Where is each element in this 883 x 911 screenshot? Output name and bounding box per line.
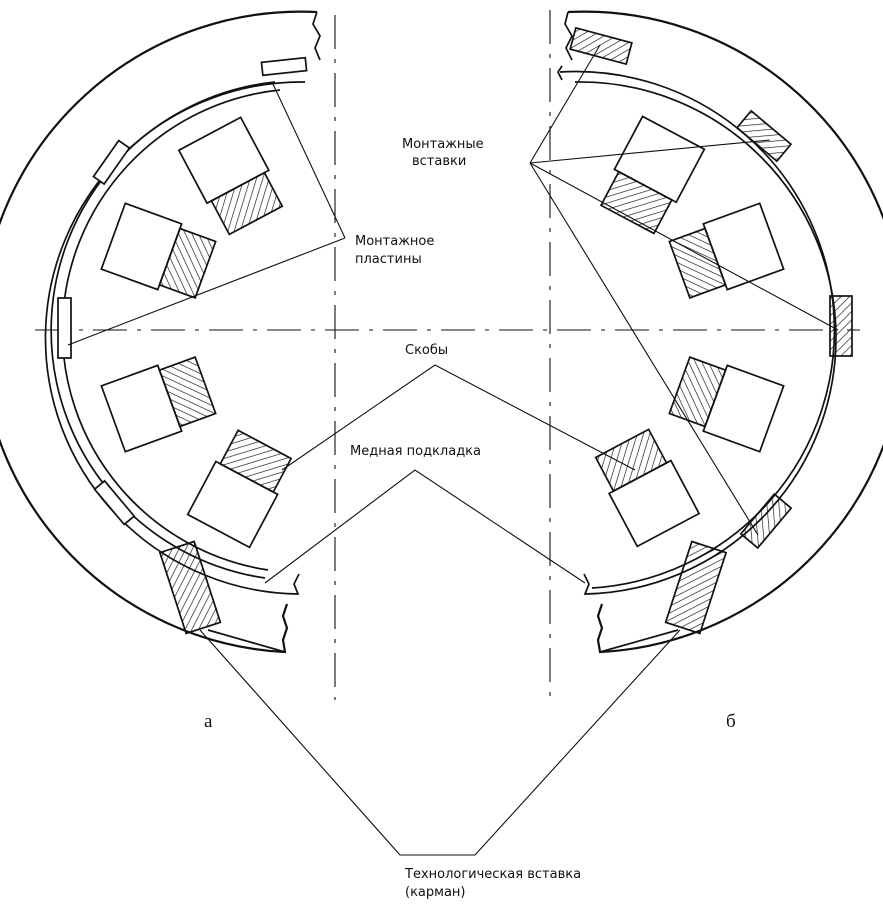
label-mounting-plate-2: пластины — [355, 252, 422, 267]
mounting-insert — [735, 109, 793, 163]
middle-ring-b — [574, 81, 837, 595]
panel-letter-b: б — [726, 711, 736, 732]
mounting-insert — [829, 295, 853, 357]
mounting-plate — [92, 139, 131, 186]
inner-ring-a — [50, 81, 276, 579]
bracket-group-b — [594, 115, 785, 548]
panel-a — [0, 10, 321, 654]
outer-ring-b — [567, 10, 883, 654]
labels: Монтажное пластины Монтажные вставки Ско… — [204, 137, 736, 900]
label-mounting-inserts-1: Монтажные — [402, 137, 484, 152]
label-brackets: Скобы — [405, 343, 448, 358]
bracket-group-a — [100, 116, 293, 549]
panel-letter-a: а — [204, 711, 213, 732]
technological-insert — [664, 540, 728, 635]
label-mounting-inserts-2: вставки — [412, 154, 466, 169]
technological-insert — [158, 540, 222, 635]
panel-b — [557, 10, 883, 654]
label-mounting-plate-1: Монтажное — [355, 234, 434, 249]
label-tech-insert-2: (карман) — [405, 885, 466, 900]
label-copper-lining: Медная подкладка — [350, 444, 481, 459]
center-lines — [35, 10, 860, 700]
mounting-plate — [57, 297, 72, 359]
mounting-plate — [260, 56, 308, 77]
leader-lines — [67, 44, 839, 856]
outer-ring-a — [0, 10, 318, 654]
mounting-plate — [93, 479, 136, 526]
mounting-insert — [569, 26, 633, 66]
mounting-insert — [739, 492, 793, 550]
label-tech-insert-1: Технологическая вставка — [404, 867, 581, 882]
